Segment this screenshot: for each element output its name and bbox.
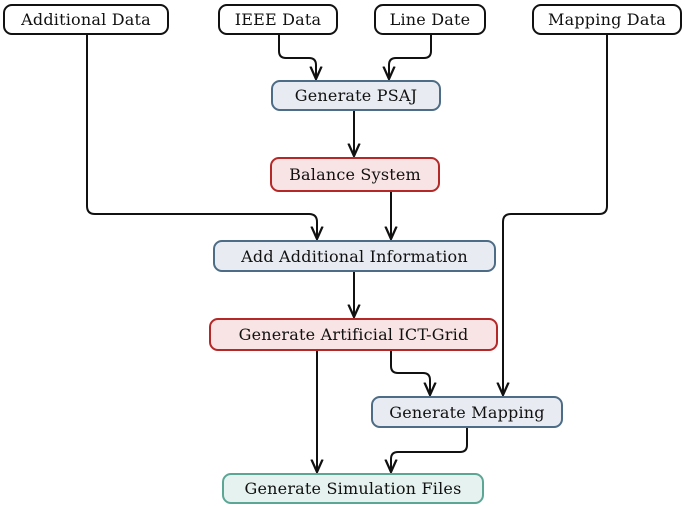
- edge-mapgen-to-sim: [391, 428, 468, 472]
- node-add-additional-information: Add Additional Information: [213, 240, 496, 272]
- edge-ict-to-mapgen: [390, 351, 430, 395]
- node-line-date: Line Date: [374, 4, 486, 35]
- node-generate-artificial-ict-grid: Generate Artificial ICT-Grid: [209, 318, 498, 351]
- edge-additional-to-addinfo: [86, 35, 317, 239]
- node-balance-system: Balance System: [270, 157, 440, 192]
- edge-ieee-to-psaj: [278, 35, 316, 79]
- node-generate-simulation-files: Generate Simulation Files: [222, 473, 484, 504]
- node-ieee-data: IEEE Data: [218, 4, 338, 35]
- node-generate-mapping: Generate Mapping: [371, 396, 563, 428]
- edge-line-to-psaj: [389, 35, 432, 79]
- edge-mapping-to-mapgen: [503, 35, 608, 395]
- node-mapping-data: Mapping Data: [532, 4, 682, 35]
- node-additional-data: Additional Data: [3, 4, 169, 35]
- node-generate-psaj: Generate PSAJ: [271, 80, 441, 111]
